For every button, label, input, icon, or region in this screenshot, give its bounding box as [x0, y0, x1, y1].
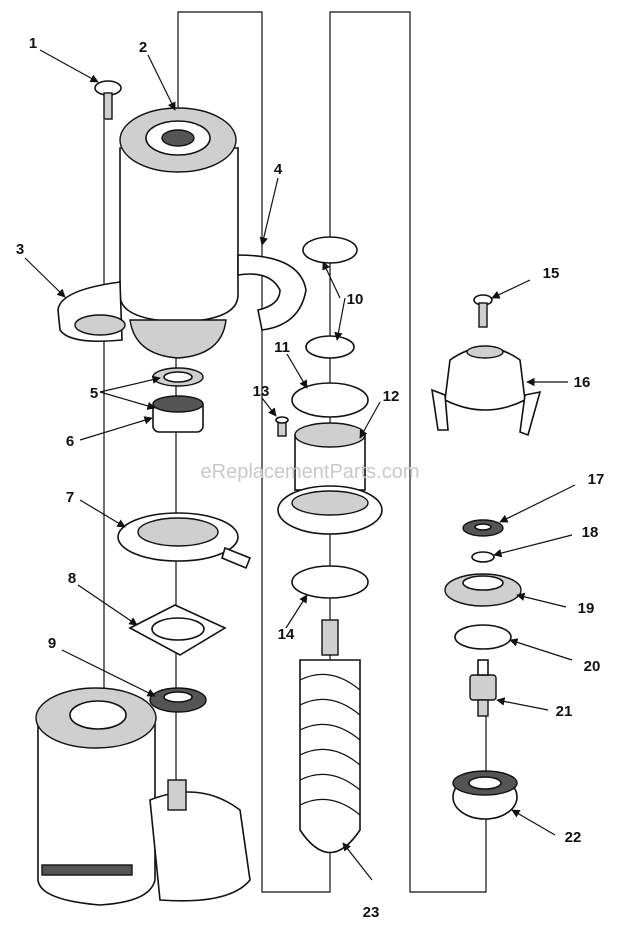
leader-lines — [24, 49, 576, 881]
callout-numbers: 1 2 3 4 4 5 6 7 8 9 10 11 12 13 14 15 16… — [16, 35, 605, 921]
part-2-motor-housing — [119, 107, 239, 359]
callout-22: 22 — [565, 829, 582, 846]
part-23-auger — [299, 619, 361, 854]
callout-2: 2 — [139, 39, 147, 56]
part-10-o-rings — [302, 236, 358, 359]
callout-17: 17 — [588, 471, 605, 488]
part-1-bolt — [94, 80, 122, 120]
part-16-cage — [431, 345, 542, 437]
part-3-split-ring — [57, 281, 126, 343]
watermark-text: eReplacementParts.com — [201, 461, 420, 483]
callout-10: 10 — [347, 291, 364, 308]
callout-21: 21 — [556, 703, 573, 720]
callout-23: 23 — [363, 904, 380, 921]
callout-19: 19 — [578, 600, 595, 617]
part-20-gasket — [454, 624, 512, 650]
part-5-bearing — [152, 367, 204, 387]
callout-6: 6 — [66, 433, 74, 450]
callout-14: 14 — [278, 626, 295, 643]
callout-16: 16 — [574, 374, 591, 391]
part-22-bearing — [452, 770, 518, 820]
callout-9: 9 — [48, 635, 56, 652]
callout-3: 3 — [16, 241, 24, 258]
part-18-ring — [471, 551, 495, 563]
callout-20: 20 — [584, 658, 601, 675]
part-7-plate — [117, 512, 252, 570]
callout-11: 11 — [274, 339, 290, 356]
part-17-seal — [462, 519, 504, 537]
callout-7: 7 — [66, 489, 74, 506]
part-21-fitting — [469, 659, 497, 717]
part-15-bolt — [473, 294, 493, 328]
callout-1: 1 — [29, 35, 37, 52]
callout-18: 18 — [582, 524, 599, 541]
part-12-housing — [277, 422, 383, 535]
part-9-seal — [149, 687, 207, 713]
part-4-split-ring — [237, 254, 307, 331]
part-13-screw — [275, 416, 289, 437]
callout-5: 5 — [90, 385, 98, 402]
callout-12: 12 — [383, 388, 400, 405]
part-14-disc — [291, 565, 369, 599]
part-11-disc — [291, 382, 369, 418]
motor-base — [35, 687, 251, 906]
callout-13: 13 — [253, 383, 270, 400]
callout-4a: 4 — [274, 161, 283, 178]
part-19-plate — [444, 573, 522, 607]
part-6-coupling — [152, 395, 204, 433]
callout-15: 15 — [543, 265, 560, 282]
callout-8: 8 — [68, 570, 76, 587]
part-8-gasket — [128, 604, 227, 656]
